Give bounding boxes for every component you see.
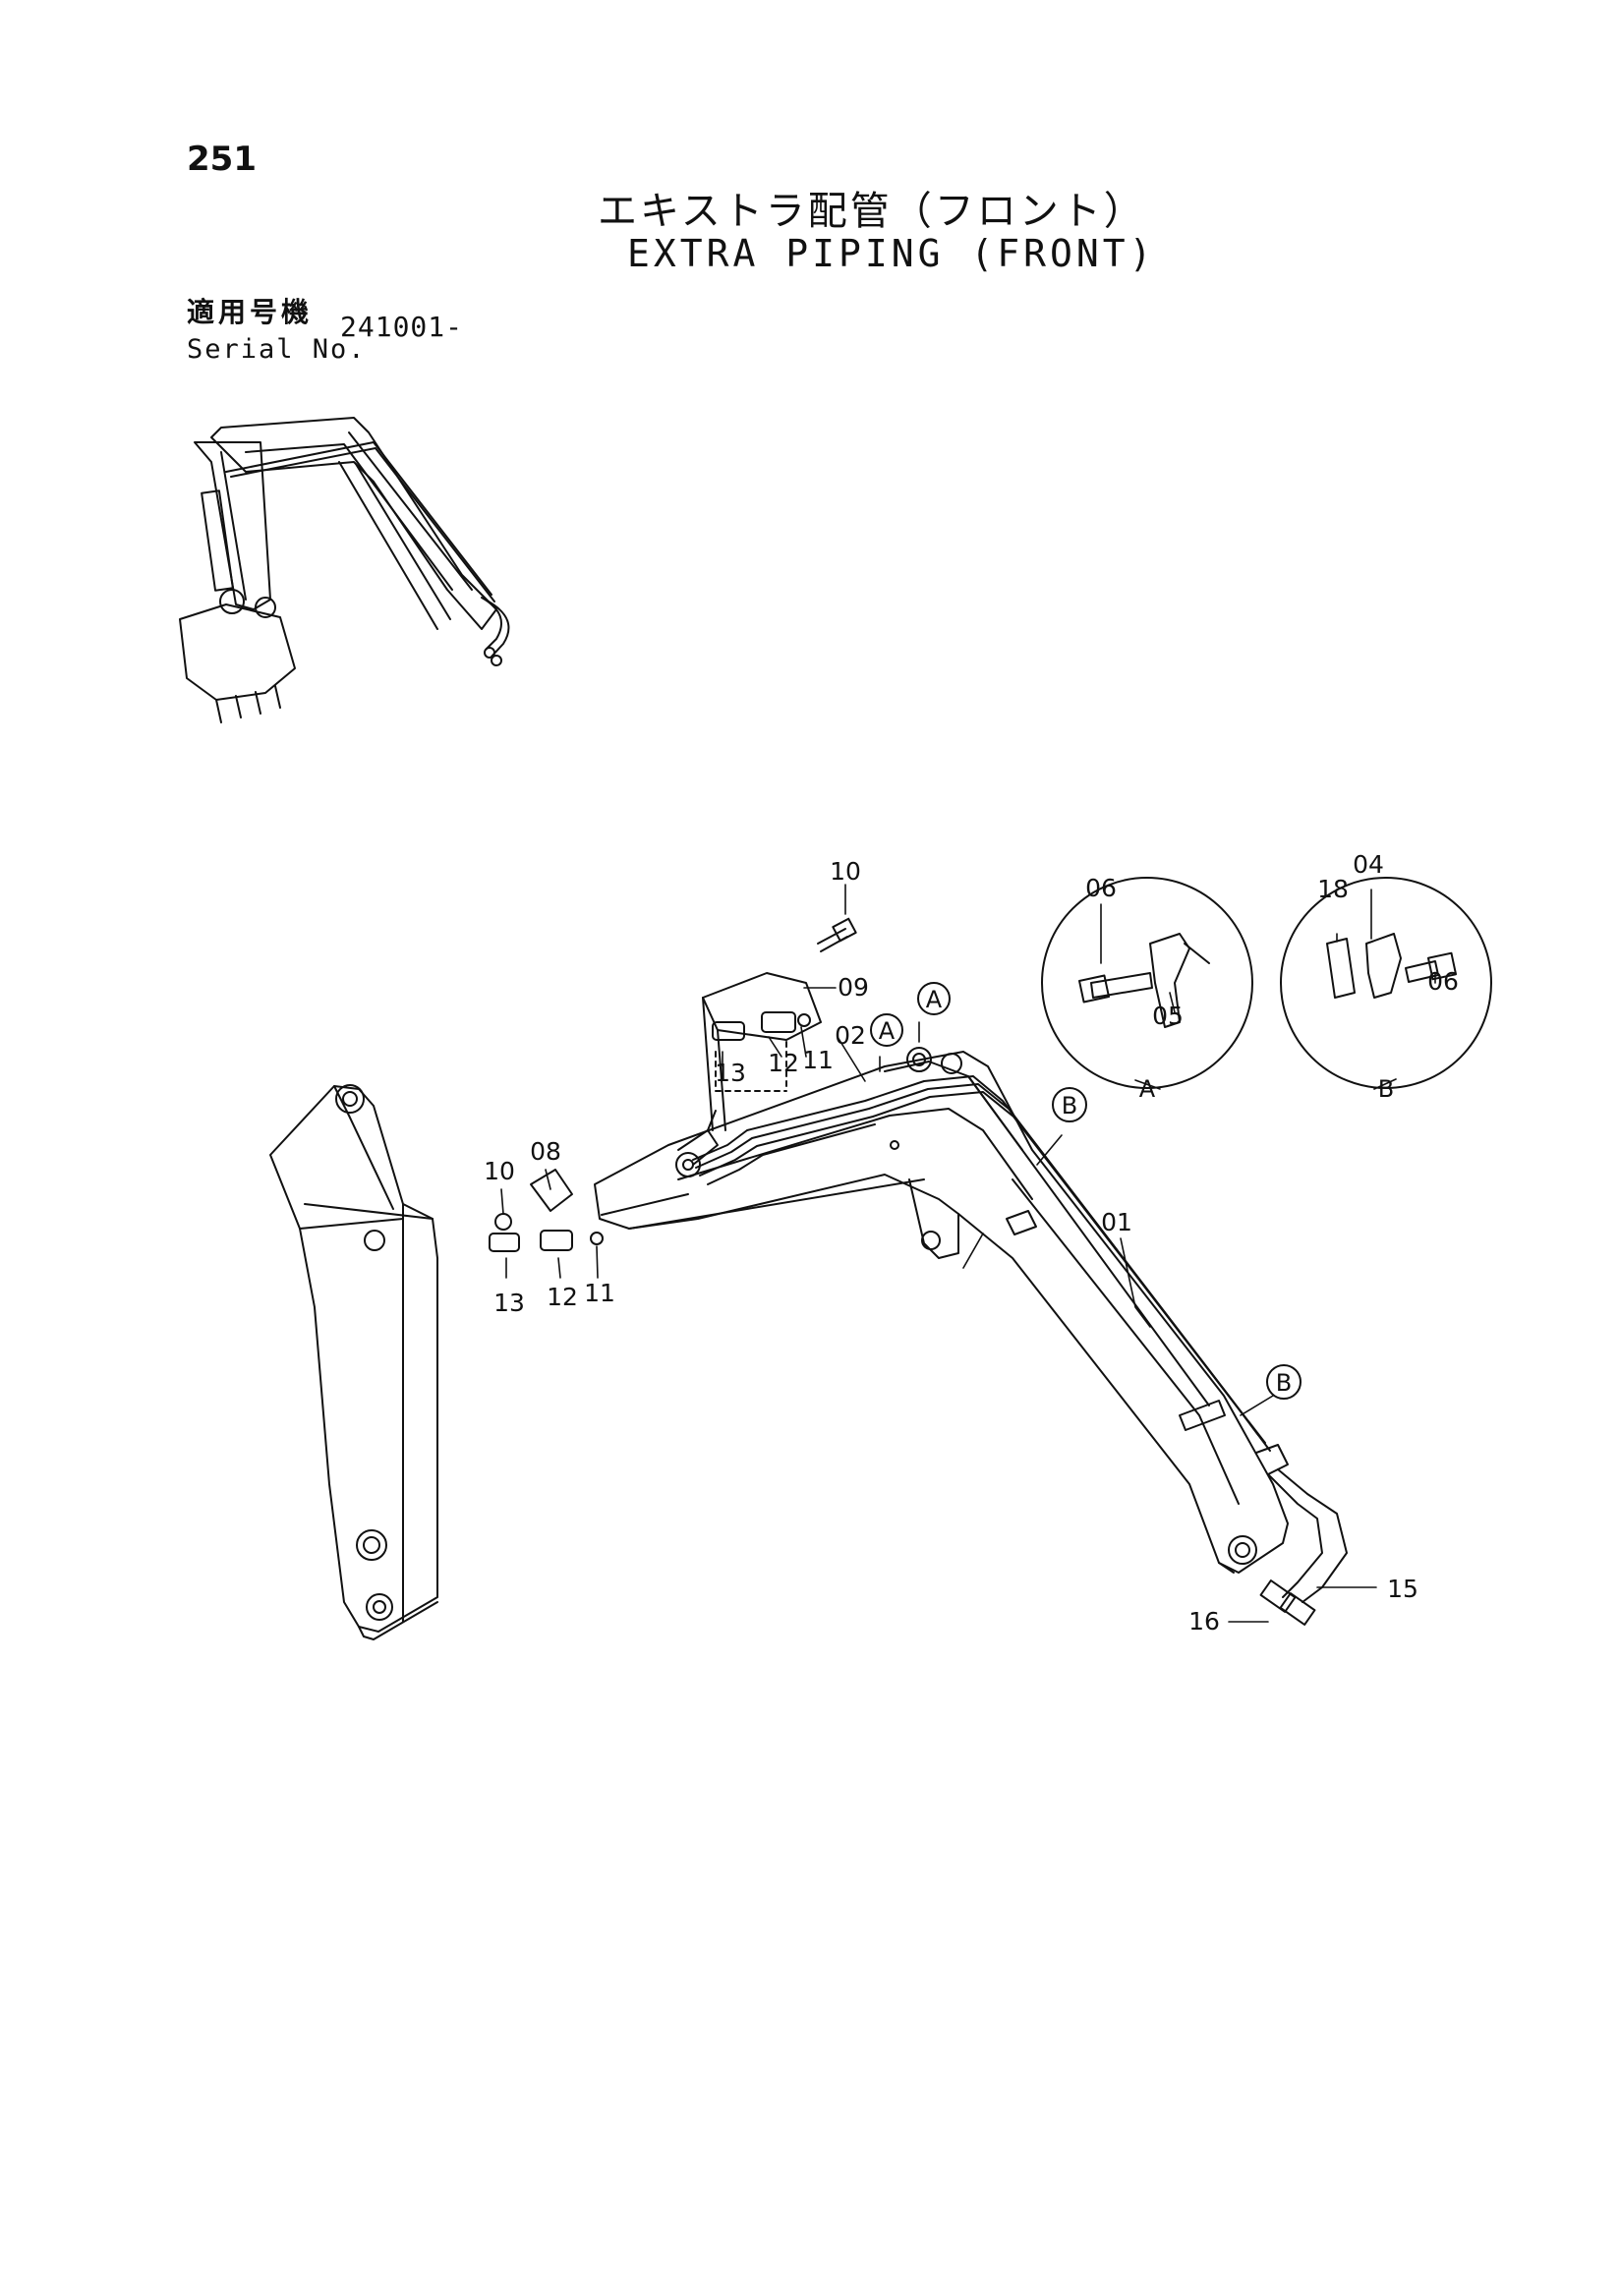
detail-marker-a-circle xyxy=(917,982,951,1015)
detail-marker-a: A xyxy=(879,1017,896,1045)
overview-excavator-illustration xyxy=(179,417,510,723)
serial-label-japanese: 適用号機 xyxy=(187,296,314,328)
callout-09: 09 xyxy=(838,973,869,1002)
detail-marker-b: B xyxy=(1276,1369,1292,1397)
callout-leader-lines xyxy=(500,884,1436,1623)
callout-15: 15 xyxy=(1387,1575,1418,1603)
detail-a-label: A xyxy=(1139,1075,1156,1103)
upper-fittings-illustration xyxy=(702,972,822,1131)
callout-10-top: 10 xyxy=(830,857,861,886)
callout-13-left: 13 xyxy=(493,1289,525,1317)
lower-fittings-illustration xyxy=(489,1169,604,1252)
page-number: 251 xyxy=(187,140,257,179)
callout-04: 04 xyxy=(1353,850,1384,879)
detail-a-illustration xyxy=(1041,877,1253,1089)
callout-06-detail-b: 06 xyxy=(1427,967,1459,996)
callout-18: 18 xyxy=(1317,875,1349,903)
callout-13-top: 13 xyxy=(715,1059,746,1087)
arm-illustration xyxy=(269,1084,438,1640)
callout-01: 01 xyxy=(1101,1208,1132,1236)
detail-marker-b: B xyxy=(1062,1092,1077,1119)
callout-11-top: 11 xyxy=(802,1046,834,1074)
detail-marker-b-circle xyxy=(1266,1364,1302,1400)
callout-05: 05 xyxy=(1152,1002,1184,1030)
callout-12-left: 12 xyxy=(547,1283,578,1311)
callout-11-left: 11 xyxy=(584,1279,615,1307)
callout-06-detail-a: 06 xyxy=(1085,874,1117,902)
callout-16: 16 xyxy=(1188,1607,1220,1636)
callout-02: 02 xyxy=(835,1021,866,1050)
detail-marker-a: A xyxy=(926,986,943,1013)
detail-marker-a-circle xyxy=(870,1013,903,1047)
callout-10-left: 10 xyxy=(484,1157,515,1185)
page-title-japanese: エキストラ配管（フロント） xyxy=(598,189,1146,234)
detail-marker-b-circle xyxy=(1052,1087,1087,1122)
bolt-illustration xyxy=(817,917,857,952)
callout-12-top: 12 xyxy=(768,1049,799,1077)
callout-08: 08 xyxy=(530,1137,561,1166)
serial-label-english: Serial No. xyxy=(187,334,367,365)
detail-b-label: B xyxy=(1378,1075,1394,1103)
detail-b-illustration xyxy=(1280,877,1492,1089)
page-title-english: EXTRA PIPING (FRONT) xyxy=(627,232,1156,275)
extra-pipes-illustration xyxy=(692,1075,1348,1626)
serial-number-value: 241001- xyxy=(340,311,464,343)
boom-illustration xyxy=(594,1047,1289,1574)
